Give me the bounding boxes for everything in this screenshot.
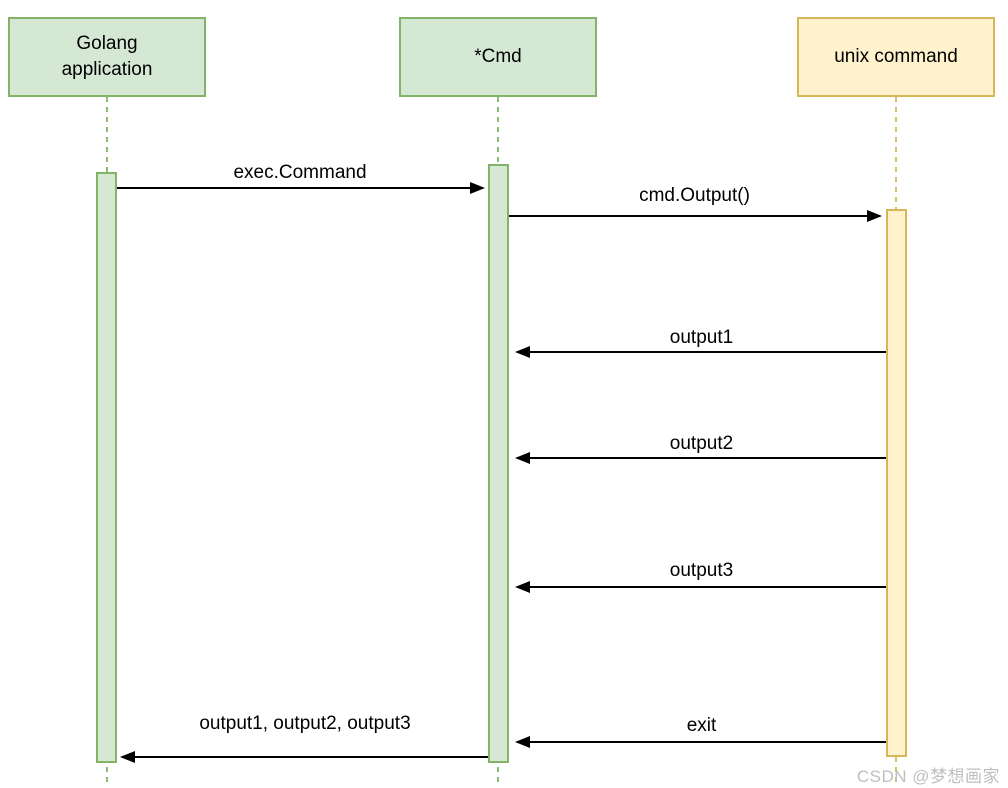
watermark: CSDN @梦想画家 <box>856 767 1000 786</box>
message-label: output1, output2, output3 <box>199 713 411 734</box>
arrow-left-icon <box>517 741 886 743</box>
arrow-right-icon <box>117 187 483 189</box>
message-label: output1 <box>669 327 734 348</box>
message-label: exec.Command <box>233 162 367 183</box>
arrow-right-icon <box>509 215 880 217</box>
message-label: cmd.Output() <box>639 185 750 206</box>
actor-cmd: *Cmd <box>399 17 597 97</box>
message-output3: output3 <box>517 560 886 590</box>
message-label: output3 <box>669 560 734 581</box>
actor-label: unix command <box>834 46 958 67</box>
message-label: output2 <box>669 433 734 454</box>
arrow-left-icon <box>122 756 488 758</box>
message-cmd-output: cmd.Output() <box>509 185 880 219</box>
actor-label: *Cmd <box>474 46 522 67</box>
arrow-left-icon <box>517 351 886 353</box>
message-exit: exit <box>517 715 886 745</box>
activation-cmd <box>488 164 509 763</box>
arrow-left-icon <box>517 586 886 588</box>
actor-label: Golang application <box>61 33 153 80</box>
arrow-left-icon <box>517 457 886 459</box>
message-exec-command: exec.Command <box>117 162 483 192</box>
actor-golang-application: Golang application <box>8 17 206 97</box>
message-outputs-return: output1, output2, output3 <box>122 713 488 760</box>
message-label: exit <box>686 715 717 736</box>
actor-unix-command: unix command <box>797 17 995 97</box>
message-output1: output1 <box>517 327 886 355</box>
activation-golang-application <box>96 172 117 763</box>
activation-unix-command <box>886 209 907 757</box>
message-output2: output2 <box>517 433 886 461</box>
